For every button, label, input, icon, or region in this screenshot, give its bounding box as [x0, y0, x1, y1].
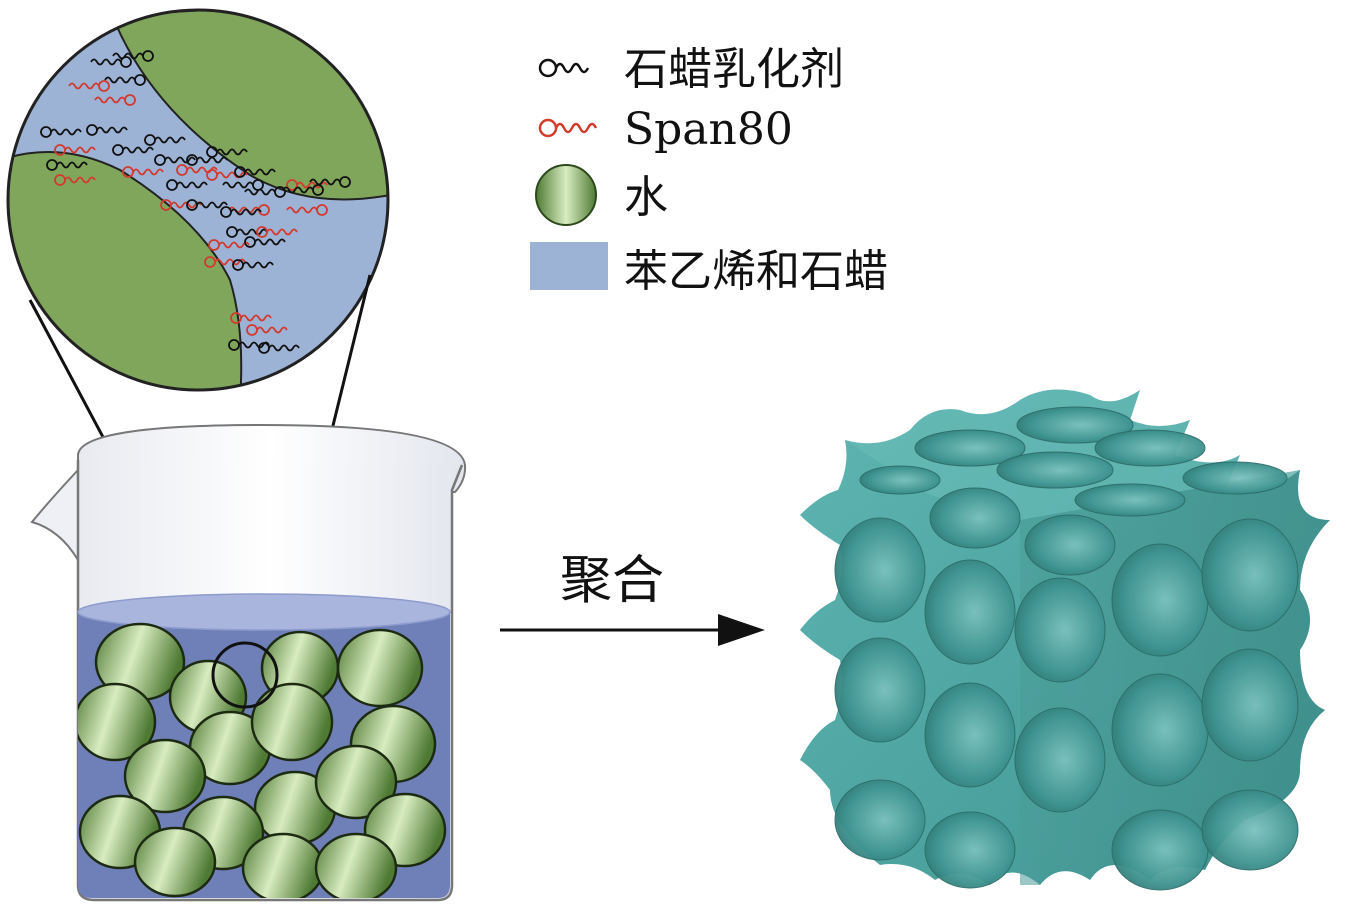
legend-label-span80: Span80 [624, 104, 793, 155]
pore [1201, 518, 1299, 632]
pore [1182, 461, 1288, 495]
water-droplet [123, 738, 207, 814]
legend-item-span80: Span80 [538, 104, 793, 155]
emulsifier-molecule [40, 126, 82, 138]
porous-polymer-cube [800, 389, 1330, 891]
pore [1111, 673, 1209, 787]
arrow-head-icon [718, 614, 765, 646]
beaker-spout [30, 467, 79, 564]
arrow-label-polymerization: 聚合 [560, 551, 664, 611]
polymer-pores [834, 406, 1299, 891]
emulsifier-molecule [154, 154, 196, 166]
span80-molecule [54, 144, 96, 156]
pore [1024, 514, 1116, 576]
pore [924, 559, 1016, 665]
emulsifier-molecule [186, 199, 228, 211]
water-droplet [336, 628, 424, 708]
span80-molecule [94, 94, 136, 106]
water-droplet-icon [535, 164, 597, 226]
emulsifier-molecule [234, 166, 276, 178]
emulsifier-molecule [258, 342, 300, 354]
water-droplet [133, 826, 217, 898]
water-droplet [241, 832, 325, 898]
emulsifier-molecule [104, 74, 146, 86]
span80-molecule [286, 179, 328, 191]
legend: 石蜡乳化剂 Span80 水 苯乙烯和石蜡 [530, 44, 888, 297]
magnified-region-circle [211, 641, 279, 709]
water-droplet [250, 682, 334, 762]
span80-molecule [246, 324, 288, 336]
emulsifier-molecule [112, 144, 154, 156]
pore [914, 429, 1026, 467]
emulsifier-molecule [46, 159, 88, 171]
pore [1111, 809, 1209, 891]
emulsifier-molecule [244, 236, 286, 248]
pore [1016, 406, 1134, 444]
legend-item-water: 水 [535, 164, 668, 226]
emulsifier-molecule [86, 124, 128, 136]
emulsifier-molecule [206, 146, 248, 158]
legend-item-oil: 苯乙烯和石蜡 [530, 242, 888, 297]
span80-molecule [230, 312, 272, 324]
emulsifier-molecule [228, 339, 270, 351]
pore [1201, 648, 1299, 762]
emulsifier-molecule [244, 186, 286, 198]
legend-label-water: 水 [624, 172, 668, 223]
pore [929, 487, 1021, 549]
emulsifier-molecule [144, 134, 186, 146]
pore [834, 637, 926, 743]
pore [1111, 543, 1209, 657]
span80-molecule [122, 166, 164, 178]
span80-molecule [256, 226, 298, 238]
water-droplet [314, 832, 398, 898]
emulsifier-molecule [220, 206, 262, 218]
pore [859, 465, 941, 495]
water-droplet [314, 744, 398, 820]
legend-label-emulsifier: 石蜡乳化剂 [624, 44, 844, 95]
pore [924, 811, 1016, 889]
pore [1014, 577, 1106, 683]
emulsifier-molecule [112, 50, 154, 62]
span80-molecule [286, 204, 328, 216]
pore [1094, 429, 1206, 467]
emulsifier-molecule [232, 259, 274, 271]
beaker [30, 423, 467, 902]
span80-molecule [68, 80, 110, 92]
span80-molecule [160, 199, 202, 211]
span80-molecule [204, 256, 246, 268]
pore [996, 451, 1114, 489]
span80-molecule [206, 169, 248, 181]
pore [834, 517, 926, 623]
emulsifier-molecule [226, 226, 268, 238]
oil-phase-swatch-icon [530, 242, 608, 290]
emulsifier-molecule-icon [538, 58, 590, 78]
span80-molecule [208, 239, 250, 251]
liquid-surface [77, 593, 451, 631]
surfactant-molecules [40, 50, 351, 354]
legend-label-styrene-paraffin: 苯乙烯和石蜡 [624, 246, 888, 297]
pore [1201, 789, 1299, 871]
legend-item-emulsifier: 石蜡乳化剂 [538, 44, 844, 95]
emulsifier-molecule [90, 56, 132, 68]
polymerization-arrow: 聚合 [500, 551, 765, 646]
pore [1014, 707, 1106, 813]
span80-molecule-icon [538, 118, 598, 138]
water-droplets [78, 622, 447, 898]
pore [1074, 483, 1186, 517]
emulsifier-molecule [166, 179, 208, 191]
pore [924, 682, 1016, 788]
water-droplet [78, 682, 157, 762]
pore [834, 779, 926, 861]
span80-molecule [54, 174, 96, 186]
emulsifier-molecule [309, 176, 351, 188]
